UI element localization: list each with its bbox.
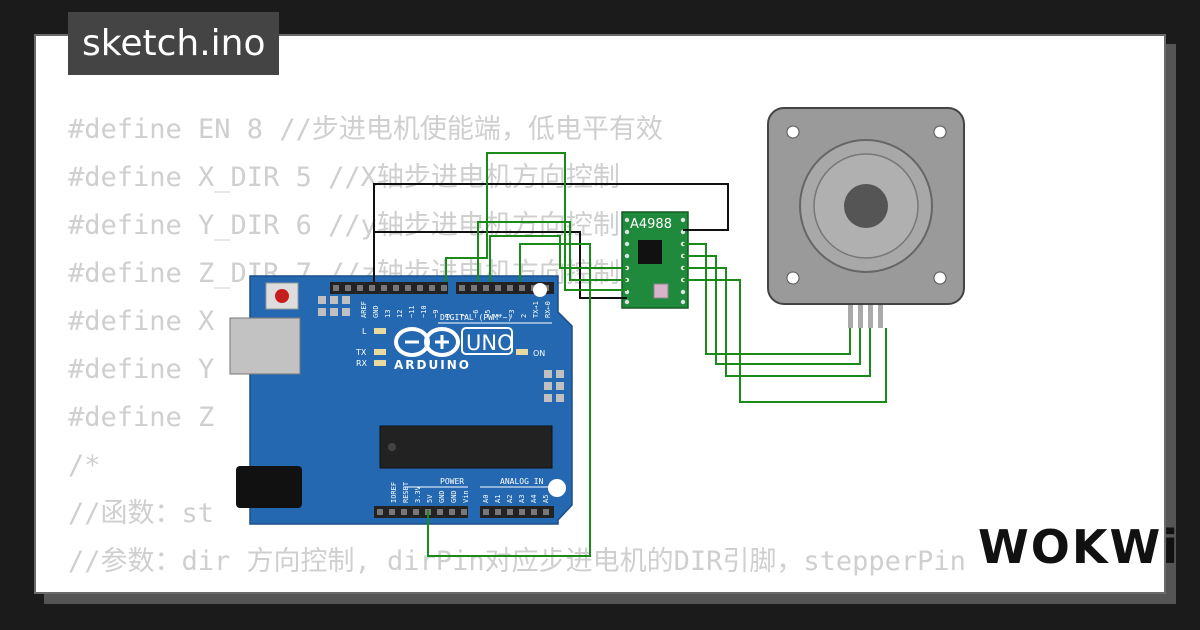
digital-header-label: DIGITAL (PWM ~) bbox=[440, 313, 512, 322]
code-line: #define Y_DIR 6 //y轴步进电机方向控制 bbox=[68, 210, 620, 241]
pin-label-ioref: IOREF bbox=[390, 482, 398, 503]
pin-label-2: 2 bbox=[520, 314, 528, 318]
pin-label-0: RX←0 bbox=[544, 301, 552, 318]
pin-label-vin: Vin bbox=[462, 490, 470, 503]
led-label-l: L bbox=[362, 327, 367, 336]
code-line: #define X bbox=[68, 306, 215, 337]
pin-label-gnd-1: GND bbox=[438, 490, 446, 503]
code-panel: #define EN 8 //步进电机使能端，低电平有效 #define X_D… bbox=[34, 34, 1166, 594]
pin-label-a1: A1 bbox=[494, 495, 502, 503]
pin-label-a2: A2 bbox=[506, 495, 514, 503]
pin-label-gnd-2: GND bbox=[450, 490, 458, 503]
pin-label-8: 8 bbox=[444, 314, 452, 318]
code-line: #define Z bbox=[68, 402, 215, 433]
pin-label-10: ~10 bbox=[420, 305, 428, 318]
wire-coil-4 bbox=[683, 279, 887, 403]
arduino-uno-board[interactable]: AREF GND 13 12 ~11 ~10 ~9 8 7 ~6 ~5 4 ~3… bbox=[229, 275, 573, 525]
pin-label-a4: A4 bbox=[530, 495, 538, 503]
pin-label-gnd: GND bbox=[372, 305, 380, 318]
pin-label-a5: A5 bbox=[542, 495, 550, 503]
wire-gnd-a bbox=[373, 183, 729, 282]
pin-label-12: 12 bbox=[396, 310, 404, 318]
mount-hole bbox=[533, 283, 547, 297]
wire-step bbox=[489, 235, 627, 282]
pin-label-3: ~3 bbox=[508, 310, 516, 318]
a4988-driver[interactable]: A4988 bbox=[621, 211, 689, 309]
pin-label-6: ~6 bbox=[472, 310, 480, 318]
code-line: #define X_DIR 5 //X轴步进电机方向控制 bbox=[68, 162, 620, 193]
code-line: #define Y bbox=[68, 354, 215, 385]
wire-en bbox=[445, 152, 627, 291]
pin-label-3v3: 3.3V bbox=[414, 485, 422, 503]
board-brand: ARDUINO bbox=[394, 358, 471, 372]
board-model: UNO bbox=[466, 331, 514, 355]
usb-port bbox=[229, 317, 301, 375]
led-label-tx: TX bbox=[355, 348, 367, 357]
pin-label-5: ~5 bbox=[484, 310, 492, 318]
driver-chip bbox=[638, 240, 662, 264]
code-line: /* bbox=[68, 450, 101, 481]
wire-coil-1 bbox=[683, 243, 851, 355]
arduino-infinity-logo bbox=[394, 327, 460, 357]
wires bbox=[373, 152, 887, 557]
driver-label: A4988 bbox=[630, 217, 672, 232]
wire-coil-3 bbox=[683, 267, 871, 377]
wire-gnd-b bbox=[373, 231, 627, 299]
code-line: #define EN 8 //步进电机使能端，低电平有效 bbox=[68, 114, 663, 145]
code-line: //参数：dir 方向控制, dirPin对应步进电机的DIR引脚，steppe… bbox=[68, 546, 966, 577]
file-tab[interactable]: sketch.ino bbox=[68, 12, 280, 75]
wire-coil-2 bbox=[683, 255, 861, 365]
pin-label-1: TX→1 bbox=[532, 301, 540, 318]
pin-label-a3: A3 bbox=[518, 495, 526, 503]
code-line: //函数：st bbox=[68, 498, 215, 529]
code-editor: #define EN 8 //步进电机使能端，低电平有效 #define X_D… bbox=[68, 106, 966, 592]
on-led-label: ON bbox=[533, 349, 545, 358]
power-header-label: POWER bbox=[440, 477, 464, 486]
pin-label-13: 13 bbox=[384, 310, 392, 318]
pin-label-reset: RESET bbox=[402, 481, 410, 503]
pin-label-5v: 5V bbox=[426, 494, 434, 503]
pin-label-aref: AREF bbox=[360, 301, 368, 318]
mount-hole bbox=[548, 479, 566, 497]
pin-label-9: ~9 bbox=[432, 310, 440, 318]
wokwi-logo: WOKWi bbox=[978, 520, 1180, 574]
led-label-rx: RX bbox=[356, 359, 368, 368]
analog-header-label: ANALOG IN bbox=[500, 477, 544, 486]
power-jack bbox=[236, 466, 302, 508]
microcontroller-chip bbox=[379, 425, 553, 469]
wire-5v bbox=[427, 243, 591, 557]
pin-label-4: 4 bbox=[496, 314, 504, 318]
pin-label-11: ~11 bbox=[408, 305, 416, 318]
stepper-motor[interactable] bbox=[767, 107, 965, 328]
pin-label-7: 7 bbox=[460, 314, 468, 318]
pin-label-a0: A0 bbox=[482, 495, 490, 503]
reset-button bbox=[275, 289, 289, 303]
